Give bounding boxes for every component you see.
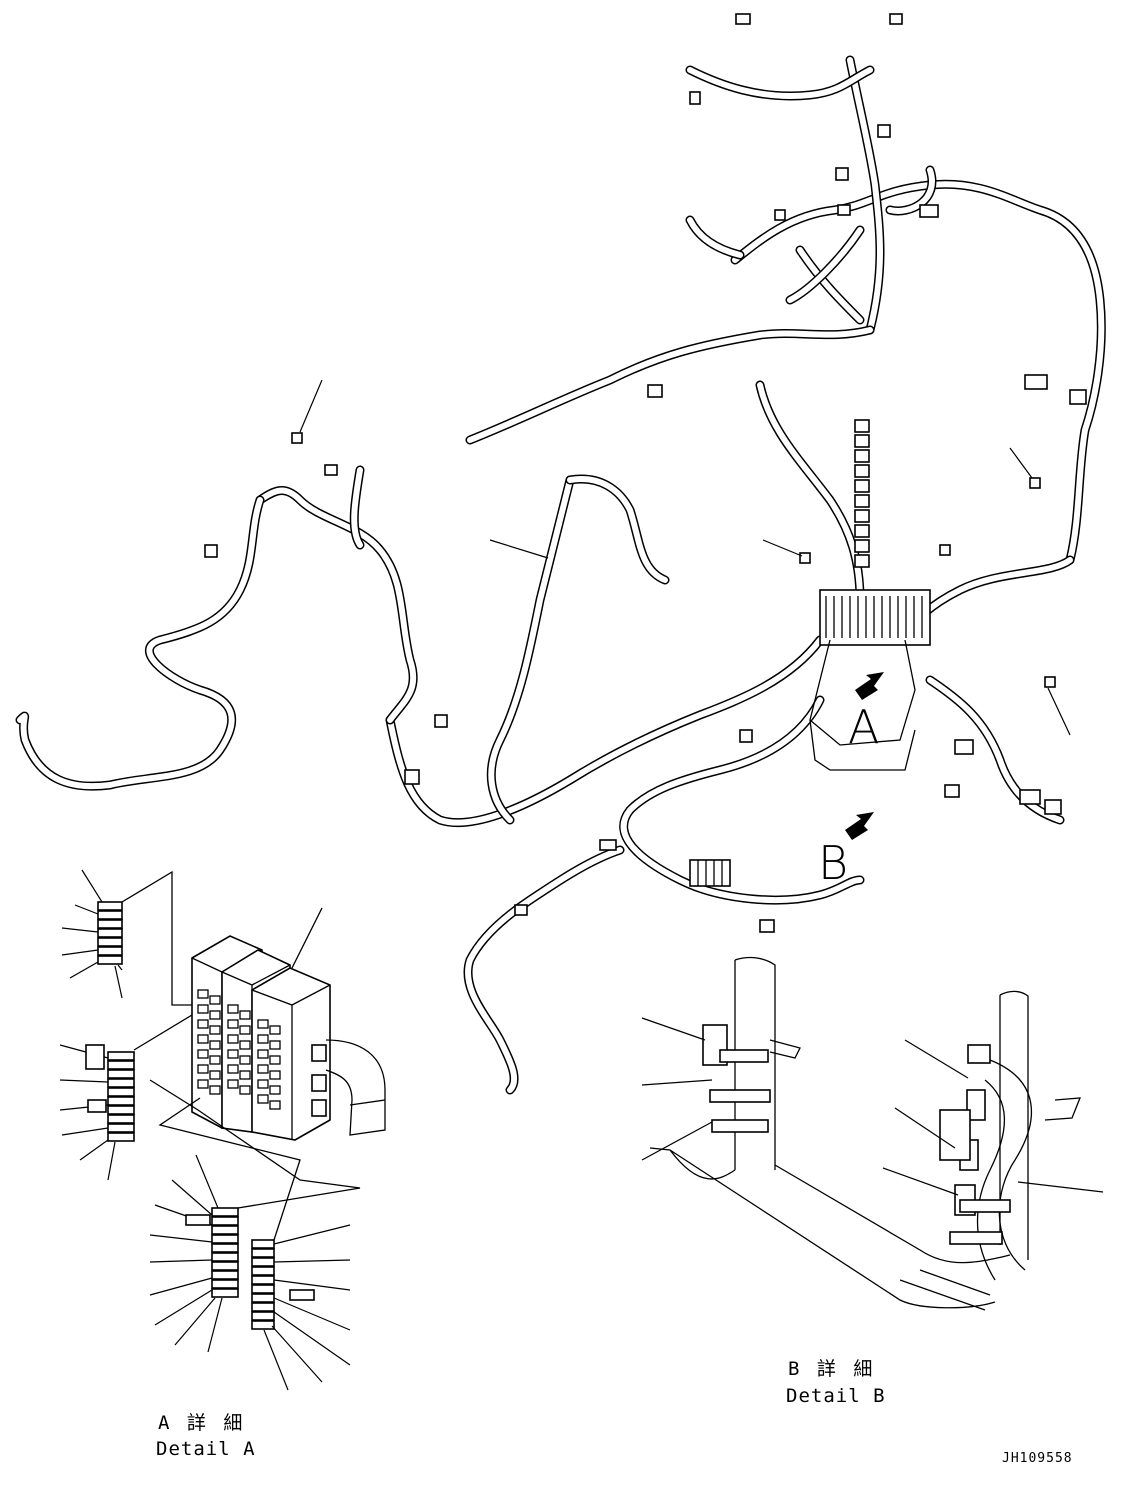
drawing-number: JH109558: [1002, 1451, 1073, 1466]
arrow-view-a: [855, 672, 884, 700]
detail-b-drawing: [641, 956, 1104, 1311]
main-leader-lines: [299, 379, 1071, 736]
detail-b-clamps: [702, 1024, 1011, 1245]
callout-view-b: B: [818, 836, 849, 890]
connector-stack-a2: [59, 1044, 135, 1181]
arrow-view-b: [845, 812, 874, 840]
detail-a-title-jp: A 詳 細: [158, 1412, 246, 1434]
connector-module-3: [251, 967, 331, 1141]
connector-stack-a4: [251, 1224, 351, 1391]
ribbed-bracket: [689, 859, 731, 887]
detail-b-leaders: [641, 1017, 1104, 1196]
harness-connectors: [204, 13, 1087, 933]
connector-stack: [854, 419, 870, 568]
detail-b-title-en: Detail B: [786, 1385, 886, 1407]
detail-a-drawing: [59, 869, 386, 1391]
detail-b-title-jp: B 詳 細: [788, 1358, 876, 1380]
callout-view-a: A: [848, 700, 880, 754]
connector-stack-a3: [149, 1154, 239, 1353]
main-harness: [15, 13, 1106, 1095]
connector-stack-a1: [61, 869, 123, 999]
detail-a-title-en: Detail A: [156, 1438, 256, 1460]
